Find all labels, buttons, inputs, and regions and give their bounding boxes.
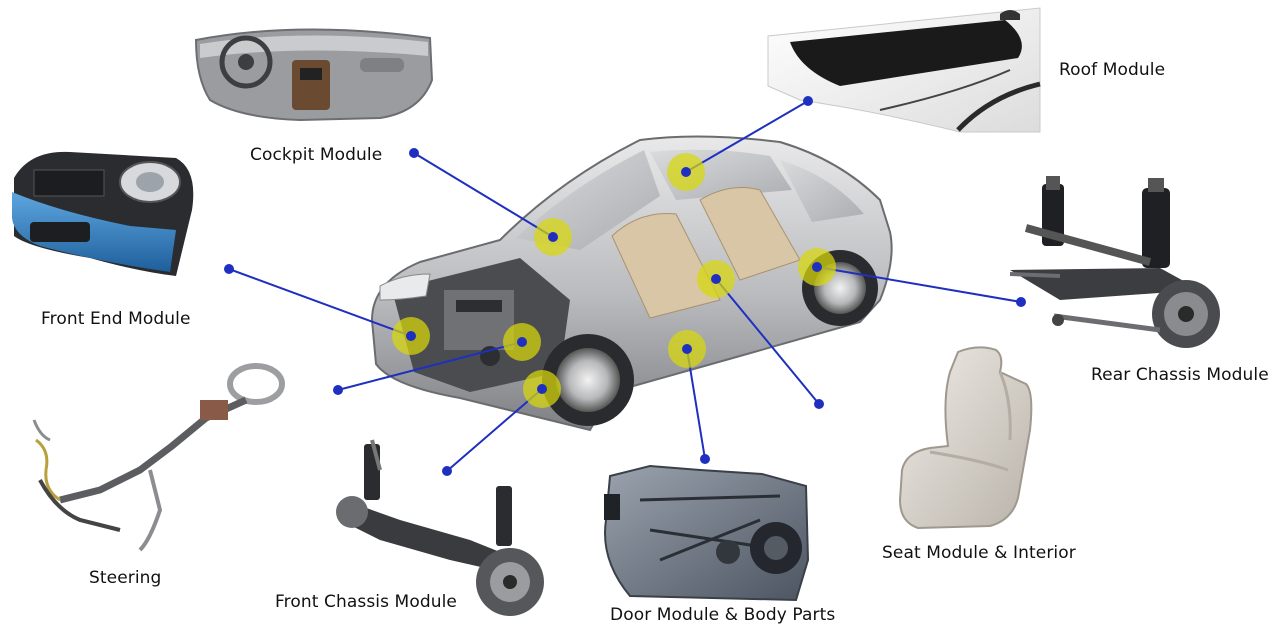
seat-connector-line [715,278,820,405]
door-module-image [604,464,810,602]
connector-lines [224,96,1026,476]
steering-endpoint-dot [333,385,343,395]
roof-module-label: Roof Module [1059,60,1166,80]
cockpit-module-image [194,28,434,122]
roof-module-image [767,7,1041,133]
steering-label: Steering [89,568,162,588]
rear-chassis-connector-line [816,266,1022,303]
front-end-hotspot-center [406,331,416,341]
roof-connector-line [685,100,809,173]
hotspots [392,153,836,408]
steering-connector-line [337,341,523,391]
front-end-module-label: Front End Module [41,309,191,329]
cockpit-module-label: Cockpit Module [250,145,383,165]
seat-hotspot-center [711,274,721,284]
steering-image [32,363,285,552]
front-end-module-image [12,151,194,276]
front-chassis-endpoint-dot [442,466,452,476]
rear-chassis-endpoint-dot [1016,297,1026,307]
door-hotspot-center [682,344,692,354]
front-chassis-connector-line [446,388,543,472]
seat-endpoint-dot [814,399,824,409]
front-chassis-module-image [336,439,544,616]
front-end-endpoint-dot [224,264,234,274]
door-module-label: Door Module & Body Parts [610,605,836,625]
cockpit-endpoint-dot [409,148,419,158]
seat-image [898,346,1033,530]
seat-module-label: Seat Module & Interior [882,543,1076,563]
rear-chassis-hotspot-center [812,262,822,272]
door-endpoint-dot [700,454,710,464]
front-chassis-hotspot-center [537,384,547,394]
cockpit-hotspot-center [548,232,558,242]
rear-chassis-module-label: Rear Chassis Module [1091,365,1269,385]
steering-hotspot-center [517,337,527,347]
roof-hotspot-center [681,167,691,177]
roof-endpoint-dot [803,96,813,106]
front-chassis-module-label: Front Chassis Module [275,592,457,612]
front-end-connector-line [228,268,412,337]
rear-chassis-module-image [1009,176,1220,348]
cockpit-connector-line [413,152,554,238]
